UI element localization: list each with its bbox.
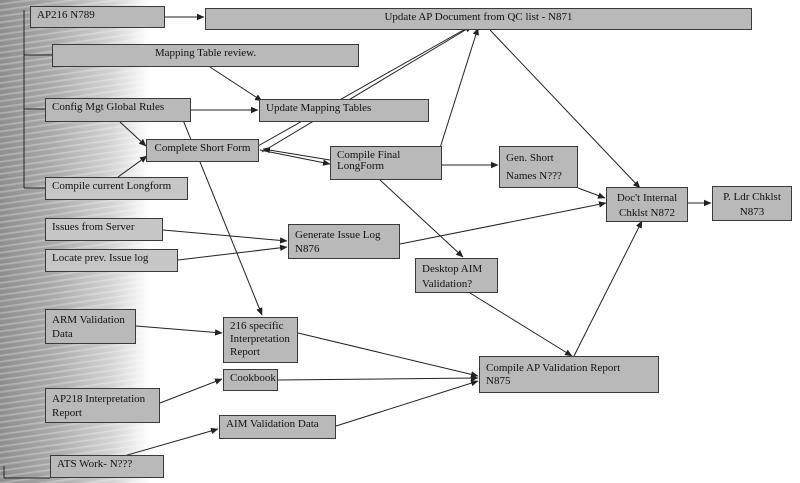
node-cookbook[interactable]: Cookbook — [223, 369, 278, 391]
node-compile-ap-val-line1: Compile AP Validation Report — [486, 362, 621, 374]
node-ats-work-label: ATS Work- N??? — [57, 458, 133, 470]
node-gen-short-line1: Gen. Short — [506, 152, 554, 164]
node-p-ldr-line1: P. Ldr Chklst — [723, 191, 781, 203]
node-p-ldr-chklst[interactable]: P. Ldr Chklst N873 — [712, 186, 792, 221]
node-cookbook-label: Cookbook — [230, 372, 276, 384]
node-ats-work[interactable]: ATS Work- N??? — [50, 455, 164, 478]
node-docs-internal-line2: Chklst N872 — [619, 207, 675, 219]
node-complete-short-form-label: Complete Short Form — [154, 142, 251, 154]
node-config-mgt-global-rules[interactable]: Config Mgt Global Rules — [45, 98, 191, 122]
arrow-compile-final-to-short-form — [262, 146, 331, 161]
arrow-ap218-to-cookbook — [159, 378, 223, 404]
arrow-compile-final-to-desktop-aim — [379, 179, 464, 258]
arrow-short-form-to-compile-final — [259, 149, 331, 166]
arrow-config-to-short-form — [119, 121, 147, 147]
node-issues-from-server[interactable]: Issues from Server — [45, 218, 163, 241]
node-gen-short-line2: Names N??? — [506, 170, 562, 182]
node-update-mapping-tables[interactable]: Update Mapping Tables — [259, 99, 429, 122]
arrow-short-form-to-update-ap-a — [257, 22, 477, 147]
node-arm-validation-data[interactable]: ARM Validation Data — [45, 309, 136, 344]
node-complete-short-form[interactable]: Complete Short Form — [146, 139, 259, 162]
node-generate-issue-log-line1: Generate Issue Log — [295, 229, 381, 241]
node-216-interp-line2: Interpretation — [230, 333, 290, 345]
arrow-gen-short-to-docs-internal — [577, 187, 606, 199]
node-ap216-label: AP216 N789 — [37, 9, 95, 21]
node-gen-short-names[interactable]: Gen. Short Names N??? — [499, 146, 578, 188]
node-ap218-line1: AP218 Interpretation — [52, 393, 146, 405]
arrow-compile-ap-val-to-docs-internal — [573, 220, 643, 357]
node-docs-internal-line1: Doc't Internal — [616, 192, 678, 204]
node-generate-issue-log[interactable]: Generate Issue Log N876 — [288, 224, 400, 259]
node-ap218-line2: Report — [52, 407, 82, 419]
arrow-locate-to-generate-log — [177, 244, 288, 261]
arrow-generate-log-to-docs-internal — [399, 201, 607, 245]
arrow-cookbook-to-compile-ap-val — [277, 374, 479, 382]
node-desktop-aim-validation[interactable]: Desktop AIM Validation? — [415, 258, 498, 293]
arrow-arm-to-216-interp — [135, 325, 223, 336]
node-arm-validation-line2: Data — [52, 328, 73, 340]
node-compile-current-longform[interactable]: Compile current Longform — [45, 177, 188, 200]
node-compile-final-line1: Compile Final — [337, 149, 401, 161]
node-mapping-table-review-label: Mapping Table review. — [154, 47, 257, 59]
arrow-aim-val-to-compile-ap-val — [335, 380, 479, 427]
node-locate-prev-issue-log-label: Locate prev. Issue log — [52, 252, 149, 264]
node-generate-issue-log-line2: N876 — [295, 243, 320, 255]
node-compile-current-label: Compile current Longform — [52, 180, 172, 192]
node-p-ldr-line2: N873 — [739, 206, 765, 218]
node-issues-from-server-label: Issues from Server — [52, 221, 135, 233]
node-ap218-interpretation-report[interactable]: AP218 Interpretation Report — [45, 388, 160, 423]
node-aim-validation-data-label: AIM Validation Data — [226, 418, 319, 430]
node-216-interp-line1: 216 specific — [230, 320, 284, 332]
node-update-mapping-label: Update Mapping Tables — [266, 102, 372, 114]
arrow-update-ap-to-docs-internal — [489, 29, 641, 189]
arrow-compile-current-to-short-form — [117, 155, 148, 178]
node-config-mgt-label: Config Mgt Global Rules — [52, 101, 165, 113]
arrow-ats-to-aim-val — [109, 427, 219, 461]
node-ap216[interactable]: AP216 N789 — [30, 6, 165, 28]
node-aim-validation-data[interactable]: AIM Validation Data — [219, 415, 336, 439]
arrow-issues-to-generate-log — [162, 229, 288, 244]
arrow-desktop-aim-to-compile-ap-val — [469, 292, 573, 357]
node-compile-final-longform[interactable]: Compile Final LongForm — [330, 146, 442, 180]
node-update-ap-document[interactable]: Update AP Document from QC list - N871 — [205, 8, 752, 30]
node-arm-validation-line1: ARM Validation — [52, 314, 125, 326]
node-desktop-aim-line1: Desktop AIM — [422, 263, 483, 275]
arrow-compile-final-to-update-ap — [439, 27, 479, 149]
node-mapping-table-review[interactable]: Mapping Table review. — [52, 44, 359, 67]
node-desktop-aim-line2: Validation? — [422, 278, 473, 290]
arrow-216-interp-to-compile-ap-val — [297, 332, 479, 378]
node-compile-final-line2: LongForm — [337, 160, 385, 172]
node-compile-ap-validation-report[interactable]: Compile AP Validation Report N875 — [479, 356, 659, 393]
node-locate-prev-issue-log[interactable]: Locate prev. Issue log — [45, 249, 178, 272]
node-compile-ap-val-line2: N875 — [486, 375, 511, 387]
arrow-mapping-review-to-update-mapping — [209, 66, 263, 102]
node-update-ap-document-label: Update AP Document from QC list - N871 — [384, 11, 573, 23]
node-docs-internal-chklst[interactable]: Doc't Internal Chklst N872 — [606, 187, 688, 222]
node-216-interpretation-report[interactable]: 216 specific Interpretation Report — [223, 317, 298, 363]
node-216-interp-line3: Report — [230, 346, 260, 358]
arrow-short-form-to-update-ap-b — [261, 25, 473, 153]
